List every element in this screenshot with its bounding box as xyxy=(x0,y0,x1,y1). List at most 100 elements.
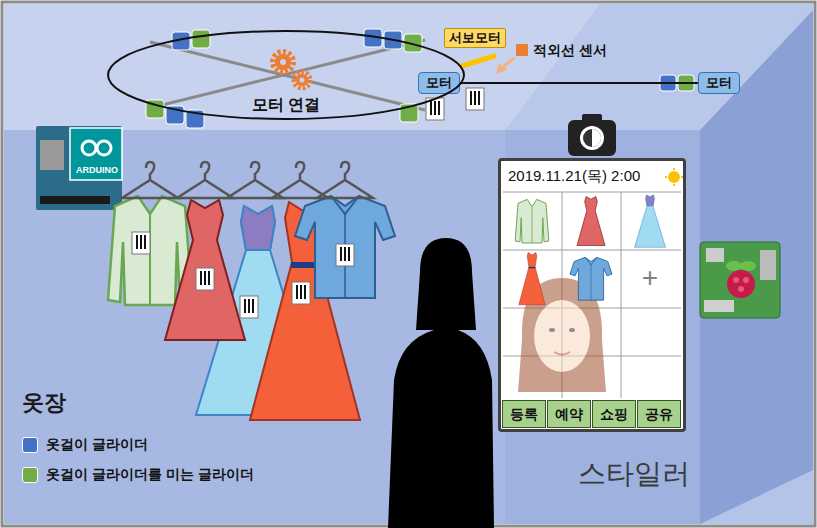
person-silhouette xyxy=(388,238,494,528)
glider xyxy=(146,100,164,118)
screen-panel xyxy=(500,160,684,430)
track-barcode xyxy=(426,98,444,120)
clothes-icon xyxy=(570,257,612,300)
glider xyxy=(364,29,382,47)
glider xyxy=(404,34,422,52)
arduino-board xyxy=(97,141,111,155)
node-text: 모터 연결 xyxy=(252,96,320,114)
servo-box: 서보모터 xyxy=(444,28,506,48)
track-cross xyxy=(150,40,425,108)
gear-icon xyxy=(275,54,291,70)
clothes-barcode xyxy=(196,268,214,290)
sun-icon xyxy=(673,168,675,170)
node-text: 쇼핑 xyxy=(600,406,628,422)
background xyxy=(505,4,813,130)
sensor-icon xyxy=(502,58,514,68)
raspberry-pi-board xyxy=(726,261,742,271)
raspberry-pi-board xyxy=(700,242,780,318)
raspberry-pi-board xyxy=(700,242,780,318)
arduino-board xyxy=(40,196,110,204)
glider xyxy=(146,29,694,128)
mirror-face xyxy=(554,352,570,355)
clothes xyxy=(108,196,395,420)
clothes-icon xyxy=(635,195,666,247)
gear-icon xyxy=(296,74,308,86)
legend-swatch xyxy=(22,437,38,453)
clothes-icon xyxy=(515,199,549,243)
display-screen: 2019.11.21(목) 2:00 등록 예약 쇼핑 공유 xyxy=(498,158,686,432)
clothes xyxy=(165,200,245,340)
menu-button: 공유 xyxy=(637,400,681,428)
raspberry-pi-board xyxy=(706,248,724,262)
arduino-board xyxy=(36,126,122,210)
text-label: 적외선 센서 xyxy=(533,42,607,58)
node-text: 모터 xyxy=(426,76,452,91)
screen-panel xyxy=(500,160,684,430)
sensor-icon xyxy=(516,44,528,56)
sensor-icon xyxy=(496,44,528,74)
legend-text: 옷걸이 글라이더를 미는 글라이더 xyxy=(46,466,254,484)
hanger xyxy=(317,162,373,198)
node-text: 서보모터 xyxy=(449,31,501,46)
glider xyxy=(172,32,190,50)
mirror-face xyxy=(569,328,575,332)
clothes-icon xyxy=(577,197,605,246)
screen-panel xyxy=(503,250,681,251)
track-ellipse xyxy=(108,31,464,119)
hanger xyxy=(227,162,283,198)
glider xyxy=(186,110,204,128)
glider xyxy=(384,31,402,49)
gear-icon xyxy=(273,52,293,72)
node-text: 모터 xyxy=(706,76,732,91)
node-text: 2019.11.21(목) 2:00 xyxy=(508,167,640,184)
node-text: 예약 xyxy=(555,406,583,422)
mirror-face xyxy=(549,328,555,332)
connector-line xyxy=(460,82,698,84)
screen-panel xyxy=(621,192,622,398)
gear-icon xyxy=(273,52,310,88)
camera-icon xyxy=(592,129,601,147)
raspberry-pi-board xyxy=(738,286,744,292)
motor-box: 모터 xyxy=(698,72,740,94)
text-label: ARDUINO xyxy=(70,165,124,175)
text-label: 스타일러 xyxy=(578,458,690,490)
menu-button: 등록 xyxy=(502,400,546,428)
clothes-barcode xyxy=(132,232,150,254)
clothes-barcode xyxy=(132,232,354,318)
raspberry-pi-board xyxy=(733,277,739,283)
text-label: + xyxy=(630,262,670,294)
node-text: 공유 xyxy=(645,406,673,422)
legend-text: 옷걸이 글라이더 xyxy=(46,436,148,454)
clothes-icon xyxy=(515,195,665,305)
node-text: 등록 xyxy=(510,406,538,422)
hanger xyxy=(272,162,328,198)
motor-box: 모터 xyxy=(418,72,460,94)
screen-panel xyxy=(503,192,681,193)
arduino-board xyxy=(70,128,122,180)
camera-icon xyxy=(580,126,604,150)
legend-entry: 옷걸이 글라이더를 미는 글라이더 xyxy=(22,466,254,484)
servo-arm xyxy=(462,56,494,66)
mirror-face xyxy=(534,300,590,372)
gear-icon xyxy=(300,78,305,83)
background xyxy=(4,4,813,130)
gear-icon xyxy=(294,72,310,88)
raspberry-pi-board xyxy=(760,250,776,280)
sensor-icon xyxy=(496,63,507,74)
hanger xyxy=(177,162,233,198)
sun-icon xyxy=(673,184,675,186)
track-barcode xyxy=(426,88,484,120)
person-silhouette xyxy=(388,300,494,528)
glider xyxy=(400,104,418,122)
sun-icon xyxy=(669,172,679,182)
legend-entry: 옷걸이 글라이더 xyxy=(22,436,148,454)
raspberry-pi-board xyxy=(740,261,756,271)
arduino-board xyxy=(40,140,64,170)
